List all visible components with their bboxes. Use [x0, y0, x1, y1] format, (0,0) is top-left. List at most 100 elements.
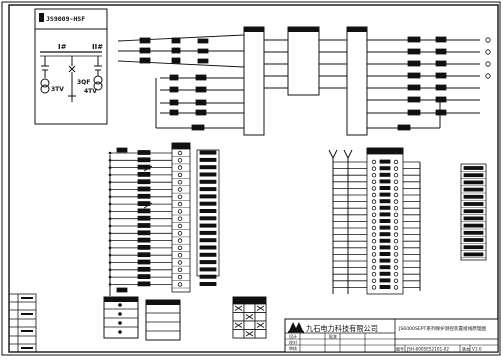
- terminal-label-mark: [379, 225, 391, 230]
- title-block: 九石电力科技有限公司 JS6000SEPT系列保护测控装置接线原理图 图号 JS…: [284, 318, 499, 353]
- strip-terminal-left: [371, 186, 377, 191]
- terminal-label-mark: [379, 258, 391, 263]
- bottom-left-small-block: [103, 296, 139, 339]
- rail-junction: [108, 283, 112, 286]
- wire-label-mark: [435, 72, 447, 79]
- contact-mark: [137, 252, 151, 258]
- rail-junction: [108, 239, 112, 242]
- output-terminal: [485, 49, 491, 55]
- strip-terminal: [177, 194, 183, 199]
- terminal-label-mark: [199, 245, 217, 250]
- strip-terminal: [177, 216, 183, 221]
- contact-mark: [137, 274, 151, 280]
- wire-label-mark: [195, 74, 207, 81]
- output-terminal: [485, 61, 491, 67]
- terminal-label-mark: [199, 238, 217, 243]
- rail-junction: [108, 188, 112, 191]
- strip-terminal: [177, 209, 183, 214]
- strip-terminal-left: [371, 166, 377, 171]
- rail-junction: [108, 268, 112, 272]
- pt-right-label: 4TV: [84, 88, 97, 95]
- wire-label-mark: [407, 96, 421, 103]
- current-transformer-mark: [171, 57, 181, 64]
- switch-table-cell: [232, 312, 245, 322]
- wire-label-mark: [407, 36, 421, 43]
- strip-terminal-left: [371, 238, 377, 244]
- strip-terminal-left: [371, 265, 377, 270]
- current-transformer-mark: [171, 37, 181, 44]
- terminal-label-mark: [199, 172, 217, 177]
- strip-terminal-right: [393, 265, 399, 270]
- output-terminal: [485, 37, 491, 43]
- left-terminal-strip: [108, 142, 220, 296]
- contact-mark: [137, 259, 151, 265]
- terminal-label-mark: [199, 230, 217, 235]
- terminal-label-mark: [199, 260, 217, 265]
- terminal-label-mark: [199, 281, 217, 286]
- left-margin-table: [8, 293, 37, 353]
- strip-terminal: [177, 179, 183, 185]
- wire-label-mark: [195, 109, 207, 116]
- pt-left-label: 3TV: [51, 86, 64, 93]
- switch-table-cross: [256, 305, 265, 311]
- strip-terminal-right: [393, 212, 399, 217]
- rail-junction: [108, 232, 112, 235]
- fuse-symbol: [328, 149, 338, 160]
- bottom-mid-small-block: [145, 299, 181, 341]
- strip-terminal-right: [393, 159, 399, 165]
- strip-terminal: [177, 158, 183, 163]
- strip-terminal-left: [371, 179, 377, 184]
- strip-terminal-right: [393, 172, 399, 178]
- switch-blade: [143, 202, 153, 209]
- strip-terminal-right: [393, 278, 399, 283]
- contact-mark: [137, 193, 151, 199]
- contact-mark: [137, 215, 151, 221]
- contact-mark: [137, 266, 151, 272]
- top-terminal-blocks: [243, 26, 368, 136]
- rail-junction: [108, 261, 112, 264]
- wire-label-mark: [397, 124, 411, 131]
- terminal-label-mark: [199, 274, 217, 279]
- terminal-label-mark: [379, 238, 391, 243]
- contact-mark: [137, 208, 151, 214]
- output-terminal: [485, 73, 491, 79]
- strip-terminal-left: [371, 272, 377, 277]
- current-transformer-mark: [139, 57, 151, 64]
- legend-row-mark: [463, 230, 484, 235]
- strip-terminal: [177, 165, 183, 170]
- wire-label-mark: [195, 99, 207, 106]
- legend-row-mark: [463, 223, 484, 228]
- strip-terminal: [177, 245, 183, 251]
- terminal-label-mark: [199, 179, 217, 184]
- wire-label-mark: [195, 86, 207, 93]
- terminal-label-mark: [379, 265, 391, 270]
- strip-terminal-left: [371, 245, 377, 250]
- strip-terminal-right: [393, 285, 399, 290]
- strip-terminal-left: [371, 232, 377, 237]
- rail-junction: [108, 217, 112, 220]
- switch-table-cell: [254, 312, 267, 322]
- legend-row-mark: [463, 194, 484, 199]
- terminal-label-mark: [199, 223, 217, 228]
- drawing-title: JS6000SEPT系列保护测控装置接线原理图: [398, 325, 486, 332]
- legend-row-mark: [463, 202, 484, 206]
- strip-terminal-right: [393, 225, 399, 231]
- terminal-label-mark: [379, 218, 391, 223]
- wire-label-mark: [169, 109, 179, 116]
- switch-table-cell: [243, 320, 256, 330]
- terminal-label-mark: [379, 205, 391, 210]
- strip-terminal: [177, 201, 183, 207]
- rail-junction: [108, 246, 112, 250]
- contact-mark: [137, 171, 151, 177]
- strip-terminal: [177, 150, 183, 156]
- terminal-label-mark: [379, 284, 391, 289]
- rail-junction: [108, 224, 112, 228]
- wire-label-mark: [407, 109, 421, 116]
- breaker-label: 3QF: [77, 79, 90, 86]
- row-label-check: 校对: [289, 339, 297, 345]
- inset-panel: JS9009-HSF I# II# 3TV 3QF 4TV: [34, 8, 108, 125]
- row-label-review: 审核: [289, 345, 297, 351]
- wire-label-mark: [407, 72, 421, 79]
- legend-row-mark: [463, 245, 484, 250]
